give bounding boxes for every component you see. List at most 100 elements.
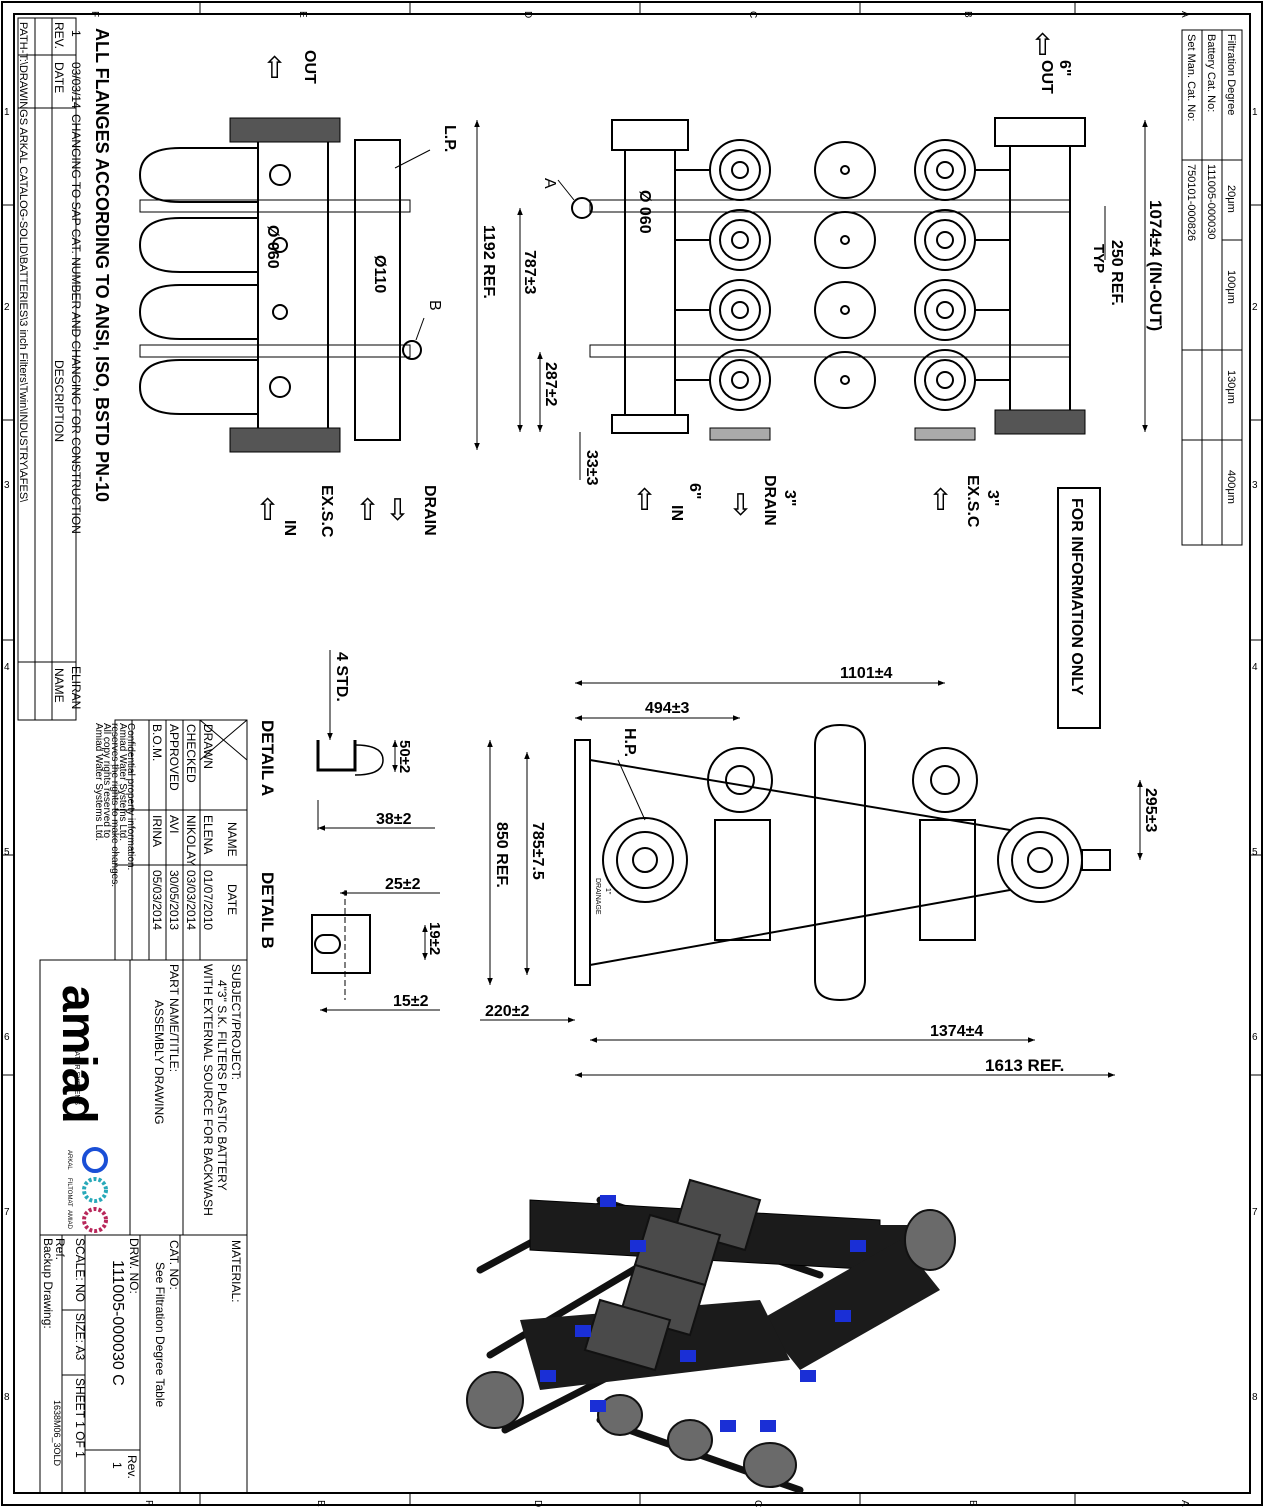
title-block: MATERIAL: CAT. NO: See Filtration Degree… <box>39 1234 248 1494</box>
dim-494: 494±3 <box>645 700 689 717</box>
drw-number: 111005-000030 C <box>109 1260 126 1386</box>
filtration-degree-table: Filtration Degree Battery Cat. No: Set M… <box>1181 29 1243 546</box>
zone-letter-bottom-a: A <box>1179 1500 1190 1507</box>
table-value-battery-cat: 111005-000030 <box>1205 164 1217 239</box>
zone-letter-bottom-b: B <box>967 1500 978 1507</box>
size-value: SIZE: A3 <box>73 1313 87 1361</box>
top-view: A Ø 060 1074±4 (IN-OUT) 250 REF. TYP 787… <box>517 29 1165 528</box>
zone-number-left-6: 6 <box>4 1032 10 1043</box>
dim-1101: 1101±4 <box>840 665 892 682</box>
zone-number-right-3: 3 <box>1252 480 1258 491</box>
top-in-size: 6" <box>686 483 703 499</box>
revision-rev-header: REV. <box>52 22 66 49</box>
subject-block: SUBJECT/PROJECT: 4"3" S.K. FILTERS PLAST… <box>129 959 248 1236</box>
detail-a-dim-38: 38±2 <box>376 811 412 828</box>
zone-letter-top-d: D <box>522 11 533 18</box>
front-drain-arrow-icon: ⇩ <box>385 494 410 527</box>
top-exsc-label: EX.S.C <box>964 475 981 528</box>
front-view-diam-060: Ø 060 <box>264 225 281 269</box>
revision-name-header: NAME <box>52 668 66 703</box>
top-in-arrow-icon: ⇧ <box>632 484 657 517</box>
info-note: FOR INFORMATION ONLY <box>1068 498 1085 696</box>
table-label-battery: Battery Cat. No: <box>1205 34 1217 112</box>
zone-number-left-4: 4 <box>4 662 10 673</box>
detail-b-dim-15: 15±2 <box>393 993 429 1010</box>
side-view-drainage-size: 1" <box>604 888 611 895</box>
confidential-line-2: Amiad Water Systems Ltd. <box>117 723 128 841</box>
approval-date-approved: 30/05/2013 <box>167 870 181 930</box>
revision-description-value: CHANGING TO SAP CAT. NUMBER AND CHANGING… <box>69 114 83 534</box>
table-value-20um: 20μm <box>1225 185 1237 213</box>
top-out-arrow-icon: ⇧ <box>1030 29 1055 62</box>
zone-letter-top-b: B <box>962 11 973 18</box>
ref-label: Ref. <box>53 1238 67 1260</box>
front-in-arrow-icon: ⇧ <box>255 494 280 527</box>
front-drain-label: DRAIN <box>421 485 438 536</box>
side-view-hp: H.P. <box>621 728 638 757</box>
dim-1192: 1192 REF. <box>480 225 497 299</box>
zone-number-right-6: 6 <box>1252 1032 1258 1043</box>
filtomat-mark-label: FILTOMAT <box>66 1178 72 1207</box>
zone-letter-top-e: E <box>297 11 308 18</box>
ref-value: 1638M06_3OLD <box>52 1400 62 1467</box>
top-view-filters <box>675 139 1010 411</box>
confidential-line-5: Amiad Water Systems Ltd. <box>93 723 104 841</box>
approval-block: NAME DATE DRAWN ELENA 01/07/2010 CHECKED… <box>93 719 248 961</box>
zone-letter-bottom-c: C <box>752 1500 763 1507</box>
subject-label: SUBJECT/PROJECT: <box>229 964 243 1080</box>
brand-marks: ARKAL FILTOMAT AMIAD <box>66 1147 108 1233</box>
approval-name-drawn: ELENA <box>201 815 215 854</box>
revision-date-header: DATE <box>52 62 66 93</box>
confidential-line-3: reserves the rights to make changes. <box>109 723 120 887</box>
front-in-label: IN <box>281 520 298 536</box>
scale-value: SCALE: NO <box>73 1238 87 1302</box>
approval-date-header: DATE <box>225 884 239 915</box>
table-value-set-cat: 750101-000826 <box>1185 164 1197 241</box>
dim-850: 850 REF. <box>493 822 510 888</box>
approval-role-drawn: DRAWN <box>201 724 215 769</box>
side-view: DRAINAGE 1" H.P. 1101±4 494±3 295±3 850 … <box>480 665 1159 1078</box>
top-out-label: OUT <box>1038 60 1055 94</box>
detail-b-title: DETAIL B <box>258 872 277 949</box>
top-in-label: IN <box>668 505 685 521</box>
approval-name-checked: NIKOLAY <box>184 815 198 866</box>
detail-a-dim-50: 50±2 <box>396 740 413 773</box>
revision-rev-value: 1 <box>69 30 83 37</box>
amiad-mark-icon <box>82 1207 108 1233</box>
zone-number-left-8: 8 <box>4 1392 10 1403</box>
detail-a: DETAIL A 50±2 38±2 4 STD. <box>258 650 435 831</box>
dim-220: 220±2 <box>485 1003 529 1020</box>
front-exsc-arrow-icon: ⇧ <box>355 494 380 527</box>
approval-role-bom: B.O.M. <box>150 724 164 761</box>
arkal-mark-label: ARKAL <box>66 1150 72 1170</box>
zone-number-right-8: 8 <box>1252 1392 1258 1403</box>
dim-287: 287±2 <box>542 362 559 406</box>
part-title: ASSEMBLY DRAWING <box>152 1000 166 1124</box>
dim-250-ref: 250 REF. <box>1108 240 1125 306</box>
zone-number-right-2: 2 <box>1252 302 1258 313</box>
detail-b-callout: B <box>426 300 443 311</box>
rev-value: 1 <box>110 1462 124 1469</box>
dim-250-typ: TYP <box>1090 244 1107 273</box>
detail-b-dim-19: 19±2 <box>426 922 443 955</box>
revision-date-value: 03/03/14 <box>69 62 83 109</box>
info-stamp: FOR INFORMATION ONLY <box>1057 487 1101 729</box>
amiad-mark-label: AMIAD <box>66 1210 72 1230</box>
dim-295: 295±3 <box>1142 788 1159 832</box>
detail-a-title: DETAIL A <box>258 720 277 796</box>
front-view-filter-housings <box>138 147 291 415</box>
zone-letter-bottom-e: E <box>315 1500 326 1507</box>
logo-block: amiad WATER SYSTEMS ARKAL FILTOMAT AMIAD <box>39 959 131 1236</box>
top-drain-arrow-icon: ⇩ <box>728 489 753 522</box>
confidential-line-4: All copy rights reserved to <box>101 723 112 838</box>
zone-letter-top-f: F <box>89 11 100 17</box>
zone-number-right-5: 5 <box>1252 847 1258 858</box>
zone-letter-bottom-d: D <box>532 1500 543 1507</box>
top-exsc-arrow-icon: ⇧ <box>928 484 953 517</box>
top-view-diameter: Ø 060 <box>636 190 653 234</box>
subject-line-2: WITH EXTERNAL SOURCE FOR BACKWASH <box>201 964 215 1216</box>
front-view: Ø 060 Ø110 L.P. B 1192 REF. OUT ⇧ DRAIN … <box>138 50 497 538</box>
zone-letter-top-c: C <box>747 11 758 18</box>
